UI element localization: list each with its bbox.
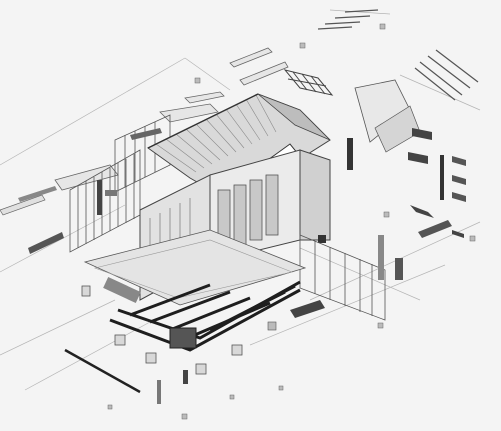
ridge-strips xyxy=(317,9,479,101)
left-components xyxy=(0,128,162,254)
footing-blocks xyxy=(81,285,243,375)
main-roof xyxy=(147,93,331,203)
steel-chassis xyxy=(109,280,301,352)
right-wall-parts xyxy=(347,79,466,238)
base-beam xyxy=(64,348,188,404)
solar-panels-top xyxy=(54,47,289,191)
fastener-dots xyxy=(107,23,476,420)
chassis-blocks xyxy=(103,276,325,349)
floor-platform xyxy=(83,229,307,306)
skylight-frame xyxy=(283,69,334,96)
right-stud-wall xyxy=(299,234,403,321)
